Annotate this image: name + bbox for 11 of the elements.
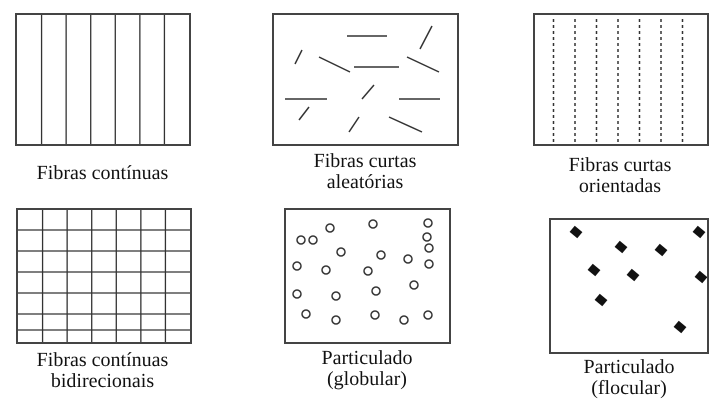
panel-caption: Fibras contínuas bidirecionais [36, 350, 170, 392]
specimen-panel [533, 13, 709, 146]
panel-caption: Particulado (globular) [320, 348, 414, 390]
specimen-panel [284, 208, 451, 344]
panel-caption: Particulado (flocular) [582, 357, 676, 399]
panel-caption: Fibras curtas orientadas [568, 155, 672, 197]
specimen-panel [272, 13, 459, 146]
specimen-panel [15, 13, 191, 146]
panel-caption: Fibras contínuas [36, 163, 170, 184]
panel-caption: Fibras curtas aleatórias [312, 151, 418, 193]
specimen-panel [549, 218, 709, 354]
